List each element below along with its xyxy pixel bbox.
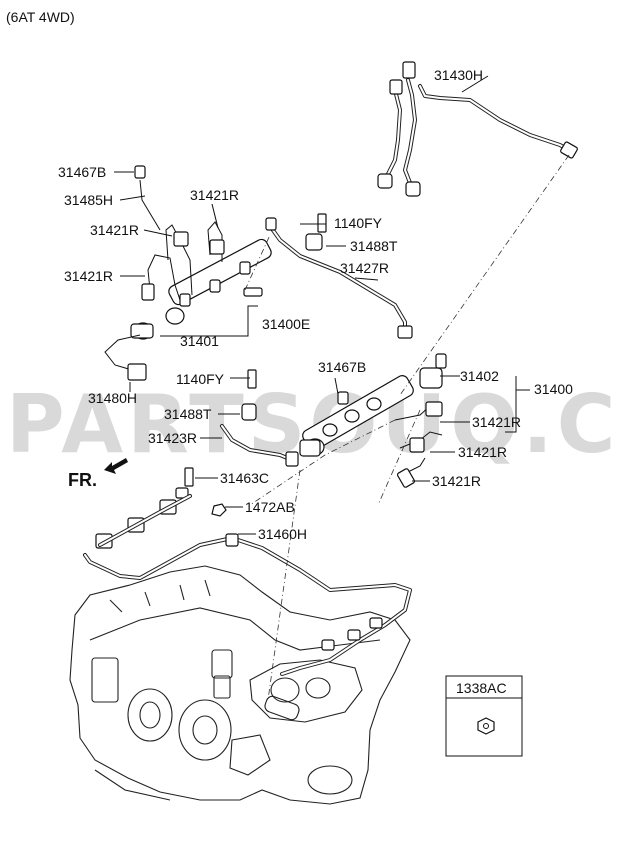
label-31400: 31400 [534,381,573,397]
part-31463C [184,467,194,487]
callout-labels: 31430H 31467B 31485H 31421R 31421R 31421… [58,67,573,542]
label-31480H: 31480H [88,390,137,406]
label-31421R: 31421R [472,414,521,430]
part-1472AB [211,503,227,517]
label-1140FY: 1140FY [334,215,383,231]
fuel-pipe-31427R [265,213,413,339]
variant-header: (6AT 4WD) [6,9,75,25]
front-arrow-icon [104,458,128,474]
label-31460H: 31460H [258,526,307,542]
fuel-pipe-31423R [220,424,299,467]
nut-icon [477,717,495,735]
fuel-rail-31400 [241,353,447,457]
label-31401: 31401 [180,333,219,349]
wiring-harness-right [394,401,443,488]
fuel-pipe-31430H [377,61,578,197]
label-31463C: 31463C [220,470,269,486]
label-31485H: 31485H [64,192,113,208]
label-31421R: 31421R [458,444,507,460]
label-31488T: 31488T [164,406,212,422]
label-1338AC: 1338AC [456,680,507,696]
label-31402: 31402 [460,368,499,384]
label-31423R: 31423R [148,430,197,446]
label-31427R: 31427R [340,260,389,276]
label-31421R: 31421R [90,222,139,238]
label-31421R: 31421R [432,473,481,489]
part-box-1338AC: 1338AC [445,675,523,757]
label-31467B: 31467B [58,164,106,180]
reference-lines [244,154,570,701]
leader-lines [114,75,530,535]
label-1140FY: 1140FY [176,371,225,387]
label-31421R: 31421R [190,187,239,203]
label-31430H: 31430H [434,67,483,83]
label-31488T: 31488T [350,238,398,254]
label-1472AB: 1472AB [245,499,295,515]
front-direction-indicator: FR. [68,458,128,490]
wiring-harness-left [104,165,225,381]
label-31400E: 31400E [262,316,310,332]
fuel-pipe-31460H [83,487,412,676]
label-31421R: 31421R [64,268,113,284]
label-31467B: 31467B [318,359,366,375]
front-label: FR. [68,470,97,490]
engine-block [69,565,411,805]
